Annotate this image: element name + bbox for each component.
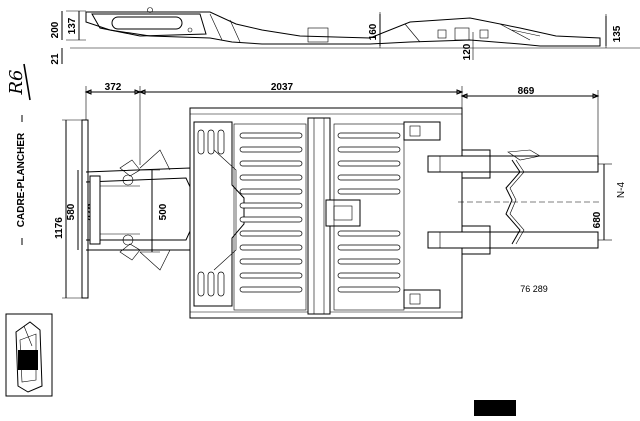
rear-arms: [427, 149, 612, 255]
handwritten-code: R6: [6, 69, 27, 95]
front-bulkhead-slots: [197, 129, 225, 297]
reference-number: 76 289: [520, 284, 548, 294]
side-elevation: [61, 7, 640, 64]
dim-680: 680: [592, 211, 603, 228]
floor-ribs-left: [239, 132, 303, 293]
dim-2037: 2037: [271, 82, 294, 93]
floor-ribs-right: [337, 132, 401, 293]
plan-dimensions: [84, 86, 600, 170]
dim-200: 200: [50, 21, 61, 38]
dim-137: 137: [67, 17, 78, 34]
black-marker: [474, 400, 516, 416]
dim-21: 21: [50, 53, 61, 65]
dim-500: 500: [158, 203, 169, 220]
dim-1176: 1176: [54, 217, 65, 239]
dim-580: 580: [66, 203, 77, 220]
dim-120: 120: [462, 43, 473, 60]
car-thumbnail: [5, 313, 53, 397]
dim-160: 160: [368, 23, 379, 40]
caption-title: CADRE-PLANCHER: [16, 132, 27, 227]
mark-n4: N-4: [616, 182, 627, 199]
dim-869: 869: [518, 86, 535, 97]
dim-135: 135: [612, 25, 623, 42]
floor-pan: [189, 107, 463, 319]
dim-372: 372: [105, 82, 122, 93]
